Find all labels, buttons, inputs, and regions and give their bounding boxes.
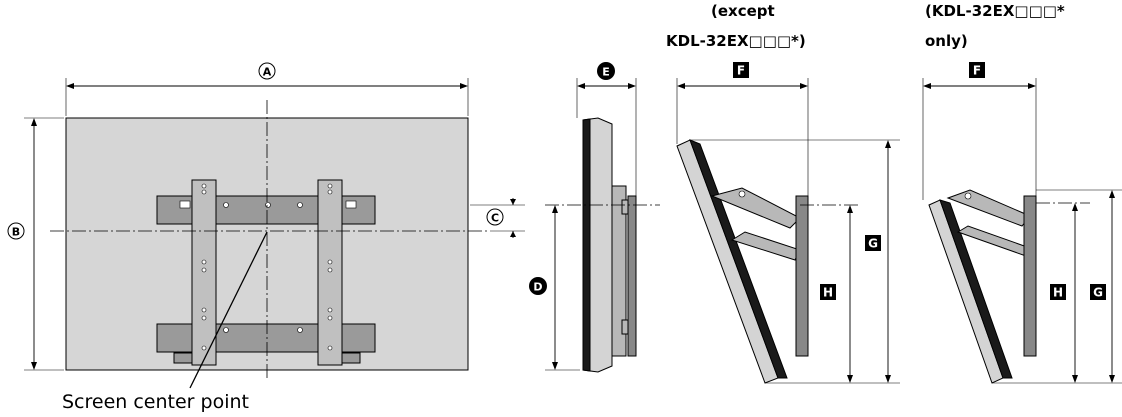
label-b-badge	[7, 222, 25, 240]
label-a-badge	[258, 62, 276, 80]
label-h: H	[823, 286, 833, 300]
label-d: D	[533, 281, 542, 294]
middle-caption-line1: (except	[711, 2, 775, 20]
front-view: A B C	[7, 62, 525, 389]
screen-center-caption: Screen center point	[62, 391, 249, 413]
label-g-kdl32ex: G	[1093, 286, 1103, 300]
side-view-flat: E D	[529, 62, 660, 373]
label-f-badge-kdl32ex	[969, 62, 985, 78]
tilted-tv-panel	[676, 139, 779, 384]
side-view-tilted-standard: (except KDL-32EX□□□*) F G H	[666, 2, 900, 384]
flat-mount-bracket	[611, 185, 627, 357]
label-a: A	[263, 66, 272, 79]
left-vertical-bracket	[191, 179, 217, 366]
right-vertical-bracket	[317, 179, 343, 366]
middle-caption-line2: KDL-32EX□□□*)	[666, 32, 806, 50]
label-f: F	[737, 64, 745, 78]
label-b: B	[12, 226, 20, 239]
label-e: E	[602, 66, 610, 79]
label-f-badge	[733, 62, 749, 78]
right-caption-line2: only)	[925, 32, 968, 50]
screen-center-leader	[189, 231, 268, 389]
label-g-badge	[865, 235, 881, 251]
label-h-badge-kdl32ex	[1050, 284, 1066, 300]
label-g: G	[868, 237, 878, 251]
wall-plate	[627, 195, 637, 357]
right-caption-line1: (KDL-32EX□□□*	[925, 2, 1065, 20]
label-h-kdl32ex: H	[1053, 286, 1063, 300]
label-c-badge	[486, 208, 504, 226]
tilted-wall-plate	[795, 195, 809, 357]
label-d-badge	[529, 277, 547, 295]
label-g-badge-kdl32ex	[1090, 284, 1106, 300]
label-e-badge	[597, 62, 615, 80]
side-view-tilted-kdl32ex: (KDL-32EX□□□* only) F H G	[922, 2, 1122, 384]
label-c: C	[491, 212, 499, 225]
label-f-kdl32ex: F	[973, 64, 981, 78]
tilted-wall-plate-kdl32ex	[1023, 195, 1037, 357]
tilt-arm-lower	[730, 231, 801, 261]
label-h-badge	[820, 284, 836, 300]
